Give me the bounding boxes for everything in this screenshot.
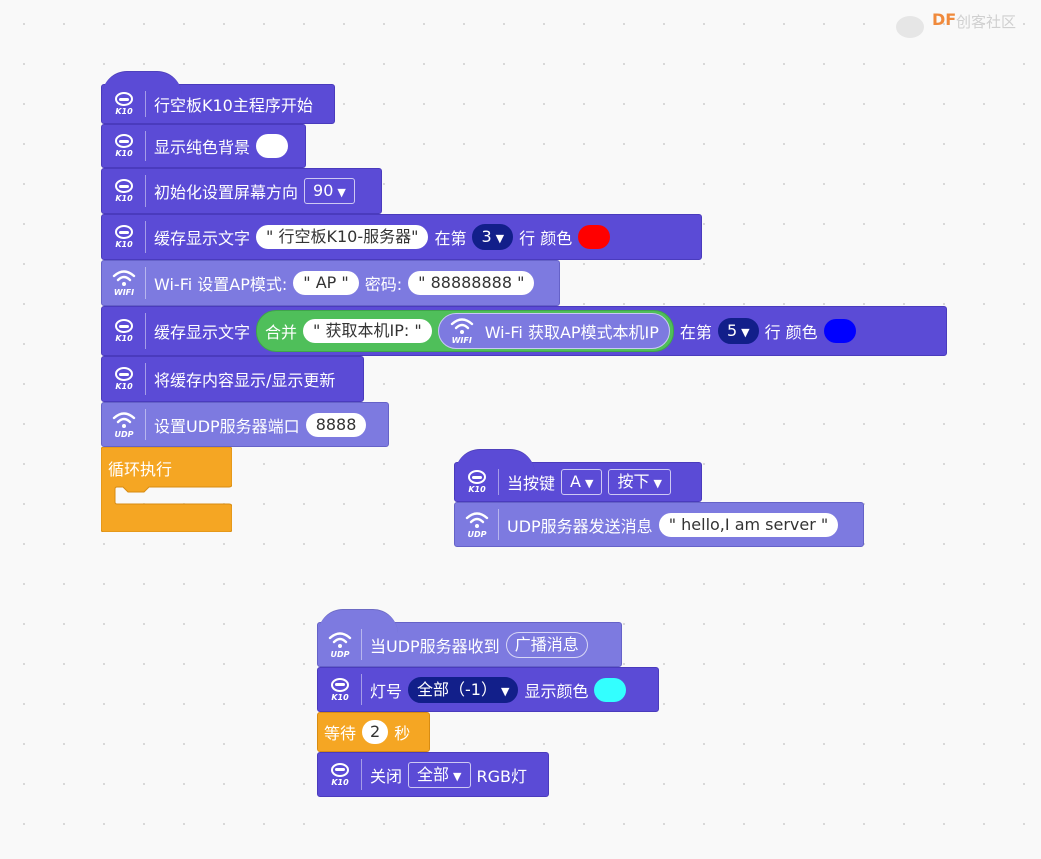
block-cache-display-text-1[interactable]: K10 缓存显示文字 " 行空板K10-服务器" 在第 3▼ 行 颜色: [101, 214, 702, 260]
block-label: 关闭: [370, 766, 403, 786]
color-label: 行 颜色: [764, 323, 818, 342]
chevron-down-icon: ▼: [741, 326, 750, 339]
block-k10-main-start[interactable]: K10 行空板K10主程序开始: [101, 71, 335, 124]
udp-wifi-icon: UDP: [318, 623, 362, 666]
block-label: 显示纯色背景: [154, 138, 251, 157]
udp-wifi-icon: UDP: [102, 403, 146, 446]
block-set-udp-server-port[interactable]: UDP 设置UDP服务器端口 8888: [101, 402, 389, 447]
inner-label: Wi-Fi 获取AP模式本机IP: [484, 323, 659, 342]
k10-icon: K10: [102, 169, 146, 213]
k10-icon: K10: [102, 215, 146, 259]
password-label: 密码:: [364, 275, 403, 294]
k10-icon: K10: [102, 357, 146, 401]
chevron-down-icon: ▼: [337, 186, 346, 199]
block-when-udp-received[interactable]: UDP 当UDP服务器收到 广播消息: [317, 609, 622, 667]
block-udp-server-send[interactable]: UDP UDP服务器发送消息 " hello,I am server ": [454, 502, 864, 547]
block-label: 缓存显示文字: [154, 323, 251, 342]
watermark-logo: DF 创客社区: [896, 10, 1031, 44]
k10-icon: K10: [102, 85, 146, 123]
block-label: Wi-Fi 设置AP模式:: [154, 275, 288, 294]
chevron-down-icon: ▼: [453, 769, 462, 783]
wait-seconds-input[interactable]: 2: [362, 720, 389, 744]
join-text-input[interactable]: " 获取本机IP: ": [303, 319, 432, 343]
block-label: 灯号: [370, 681, 403, 701]
block-led-show-color[interactable]: K10 灯号 全部（-1）▼ 显示颜色: [317, 667, 659, 712]
block-wifi-set-ap-mode[interactable]: WIFI Wi-Fi 设置AP模式: " AP " 密码: " 88888888…: [101, 260, 560, 306]
unit-label: 秒: [394, 724, 411, 743]
action-dropdown[interactable]: 按下▼: [608, 469, 671, 495]
block-show-solid-background[interactable]: K10 显示纯色背景: [101, 124, 306, 168]
udp-wifi-icon: UDP: [455, 503, 499, 546]
forever-loop-block[interactable]: [101, 447, 232, 532]
block-turn-off-rgb[interactable]: K10 关闭 全部▼ RGB灯: [317, 752, 549, 797]
color-picker-cyan[interactable]: [594, 677, 627, 702]
k10-icon: K10: [102, 307, 146, 355]
color-picker-red[interactable]: [578, 225, 611, 249]
port-input[interactable]: 8888: [305, 412, 367, 437]
target-dropdown[interactable]: 全部▼: [408, 761, 471, 788]
key-dropdown[interactable]: A▼: [561, 469, 603, 495]
block-label: 初始化设置屏幕方向: [154, 183, 299, 202]
row-dropdown[interactable]: 3▼: [472, 224, 514, 250]
block-label: UDP服务器发送消息: [507, 516, 653, 536]
join-label: 合并: [265, 323, 298, 342]
logo-icon: [896, 16, 924, 38]
block-when-button-pressed[interactable]: K10 当按键 A▼ 按下▼: [454, 449, 702, 502]
watermark-brand: DF: [932, 10, 957, 29]
text-input[interactable]: " 行空板K10-服务器": [256, 225, 429, 249]
forever-loop-label: 循环执行: [108, 460, 173, 479]
block-show-cache-update[interactable]: K10 将缓存内容显示/显示更新: [101, 356, 364, 402]
join-block[interactable]: 合并 " 获取本机IP: " WIFI Wi-Fi 获取AP模式本机IP: [256, 310, 674, 352]
chevron-down-icon: ▼: [495, 232, 505, 245]
color-picker-blue[interactable]: [823, 319, 856, 343]
block-label: 行空板K10主程序开始: [154, 96, 313, 115]
color-label: 行 颜色: [519, 229, 573, 248]
watermark-text: 创客社区: [956, 13, 1017, 31]
wifi-get-ap-ip-block[interactable]: WIFI Wi-Fi 获取AP模式本机IP: [437, 313, 670, 349]
wifi-icon: WIFI: [102, 261, 146, 305]
block-label: 当UDP服务器收到: [370, 636, 500, 656]
wifi-icon: WIFI: [439, 314, 485, 348]
broadcast-message-param[interactable]: 广播消息: [505, 631, 588, 658]
orientation-dropdown[interactable]: 90▼: [304, 178, 355, 204]
message-input[interactable]: " hello,I am server ": [658, 512, 839, 537]
block-label: 设置UDP服务器端口: [154, 416, 300, 436]
ssid-input[interactable]: " AP ": [293, 271, 359, 295]
block-cache-display-text-2[interactable]: K10 缓存显示文字 合并 " 获取本机IP: " WIFI Wi-Fi 获取A…: [101, 306, 947, 356]
block-label: 当按键: [507, 474, 556, 493]
rgb-label: RGB灯: [476, 766, 528, 786]
block-label: 等待: [324, 724, 357, 743]
color-picker-white[interactable]: [256, 134, 289, 158]
k10-icon: K10: [455, 463, 499, 501]
k10-icon: K10: [318, 753, 362, 796]
row-label: 在第: [679, 323, 712, 342]
k10-icon: K10: [318, 668, 362, 711]
block-wait-seconds[interactable]: 等待 2 秒: [317, 712, 430, 752]
row-dropdown[interactable]: 5▼: [717, 318, 759, 344]
block-init-screen-orientation[interactable]: K10 初始化设置屏幕方向 90▼: [101, 168, 382, 214]
block-label: 将缓存内容显示/显示更新: [154, 371, 336, 390]
chevron-down-icon: ▼: [584, 477, 594, 490]
chevron-down-icon: ▼: [653, 477, 662, 490]
k10-icon: K10: [102, 125, 146, 167]
light-dropdown[interactable]: 全部（-1）▼: [408, 676, 519, 703]
chevron-down-icon: ▼: [500, 684, 510, 698]
password-input[interactable]: " 88888888 ": [408, 271, 535, 295]
color-label: 显示颜色: [524, 681, 589, 701]
row-label: 在第: [434, 229, 467, 248]
block-label: 缓存显示文字: [154, 229, 251, 248]
